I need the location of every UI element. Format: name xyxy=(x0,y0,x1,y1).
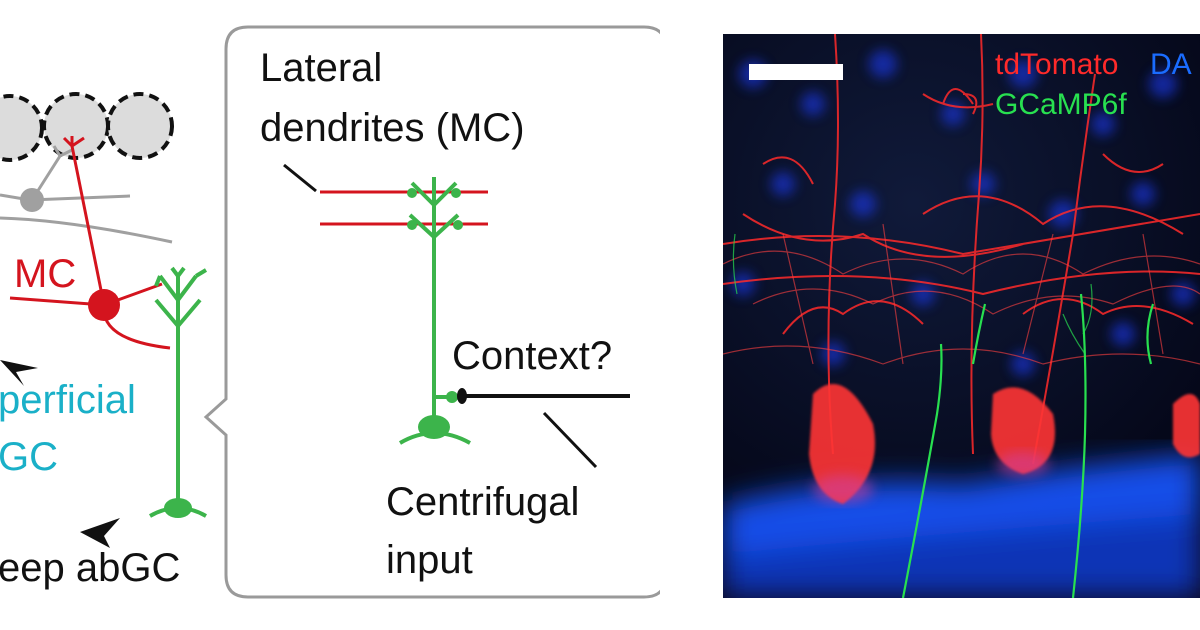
centrifugal-input-label-line2: input xyxy=(386,538,473,582)
fluorescence-micrograph: tdTomato DA GCaMP6f xyxy=(723,34,1200,598)
tdtomato-dendrites xyxy=(723,34,1200,465)
mitral-cell-soma xyxy=(88,289,120,321)
legend-dapi: DA xyxy=(1150,48,1192,81)
tufted-cell-soma xyxy=(20,188,44,212)
deep-arrowhead-icon xyxy=(80,518,120,548)
glomerulus-3 xyxy=(106,92,174,160)
deep-abgc-label: eep abGC xyxy=(0,546,181,590)
left-schematic xyxy=(0,92,208,548)
lateral-dendrites-pointer xyxy=(283,163,317,193)
glomerulus-2 xyxy=(42,92,110,160)
granule-cell-soma xyxy=(164,498,192,518)
legend-tdtomato: tdTomato xyxy=(995,48,1119,81)
gcamp-neurites xyxy=(901,293,1155,598)
centrifugal-terminal xyxy=(457,388,467,404)
legend-gcamp6f: GCaMP6f xyxy=(995,88,1127,121)
lateral-dendrites-label-line2: dendrites (MC) xyxy=(260,106,525,150)
granule-cell xyxy=(149,266,208,518)
mitral-cell xyxy=(9,136,171,350)
superficial-arrowhead-icon xyxy=(0,360,38,386)
superficial-label-line2: GC xyxy=(0,435,58,479)
tdtomato-somata xyxy=(809,384,1200,504)
callout-granule-cell xyxy=(398,177,471,445)
superficial-label-line1: perficial xyxy=(0,378,136,422)
lateral-dendrites-label-line1: Lateral xyxy=(260,46,383,90)
context-label: Context? xyxy=(452,334,613,378)
centrifugal-input-label-line1: Centrifugal xyxy=(386,480,580,524)
callout-granule-soma xyxy=(418,415,450,439)
glomerulus-1 xyxy=(0,94,44,162)
granule-cell-layer-band xyxy=(723,454,1200,598)
mc-label: MC xyxy=(14,252,77,296)
centrifugal-pointer xyxy=(542,411,598,469)
scale-bar xyxy=(749,64,843,80)
callout-diagram xyxy=(283,163,630,469)
